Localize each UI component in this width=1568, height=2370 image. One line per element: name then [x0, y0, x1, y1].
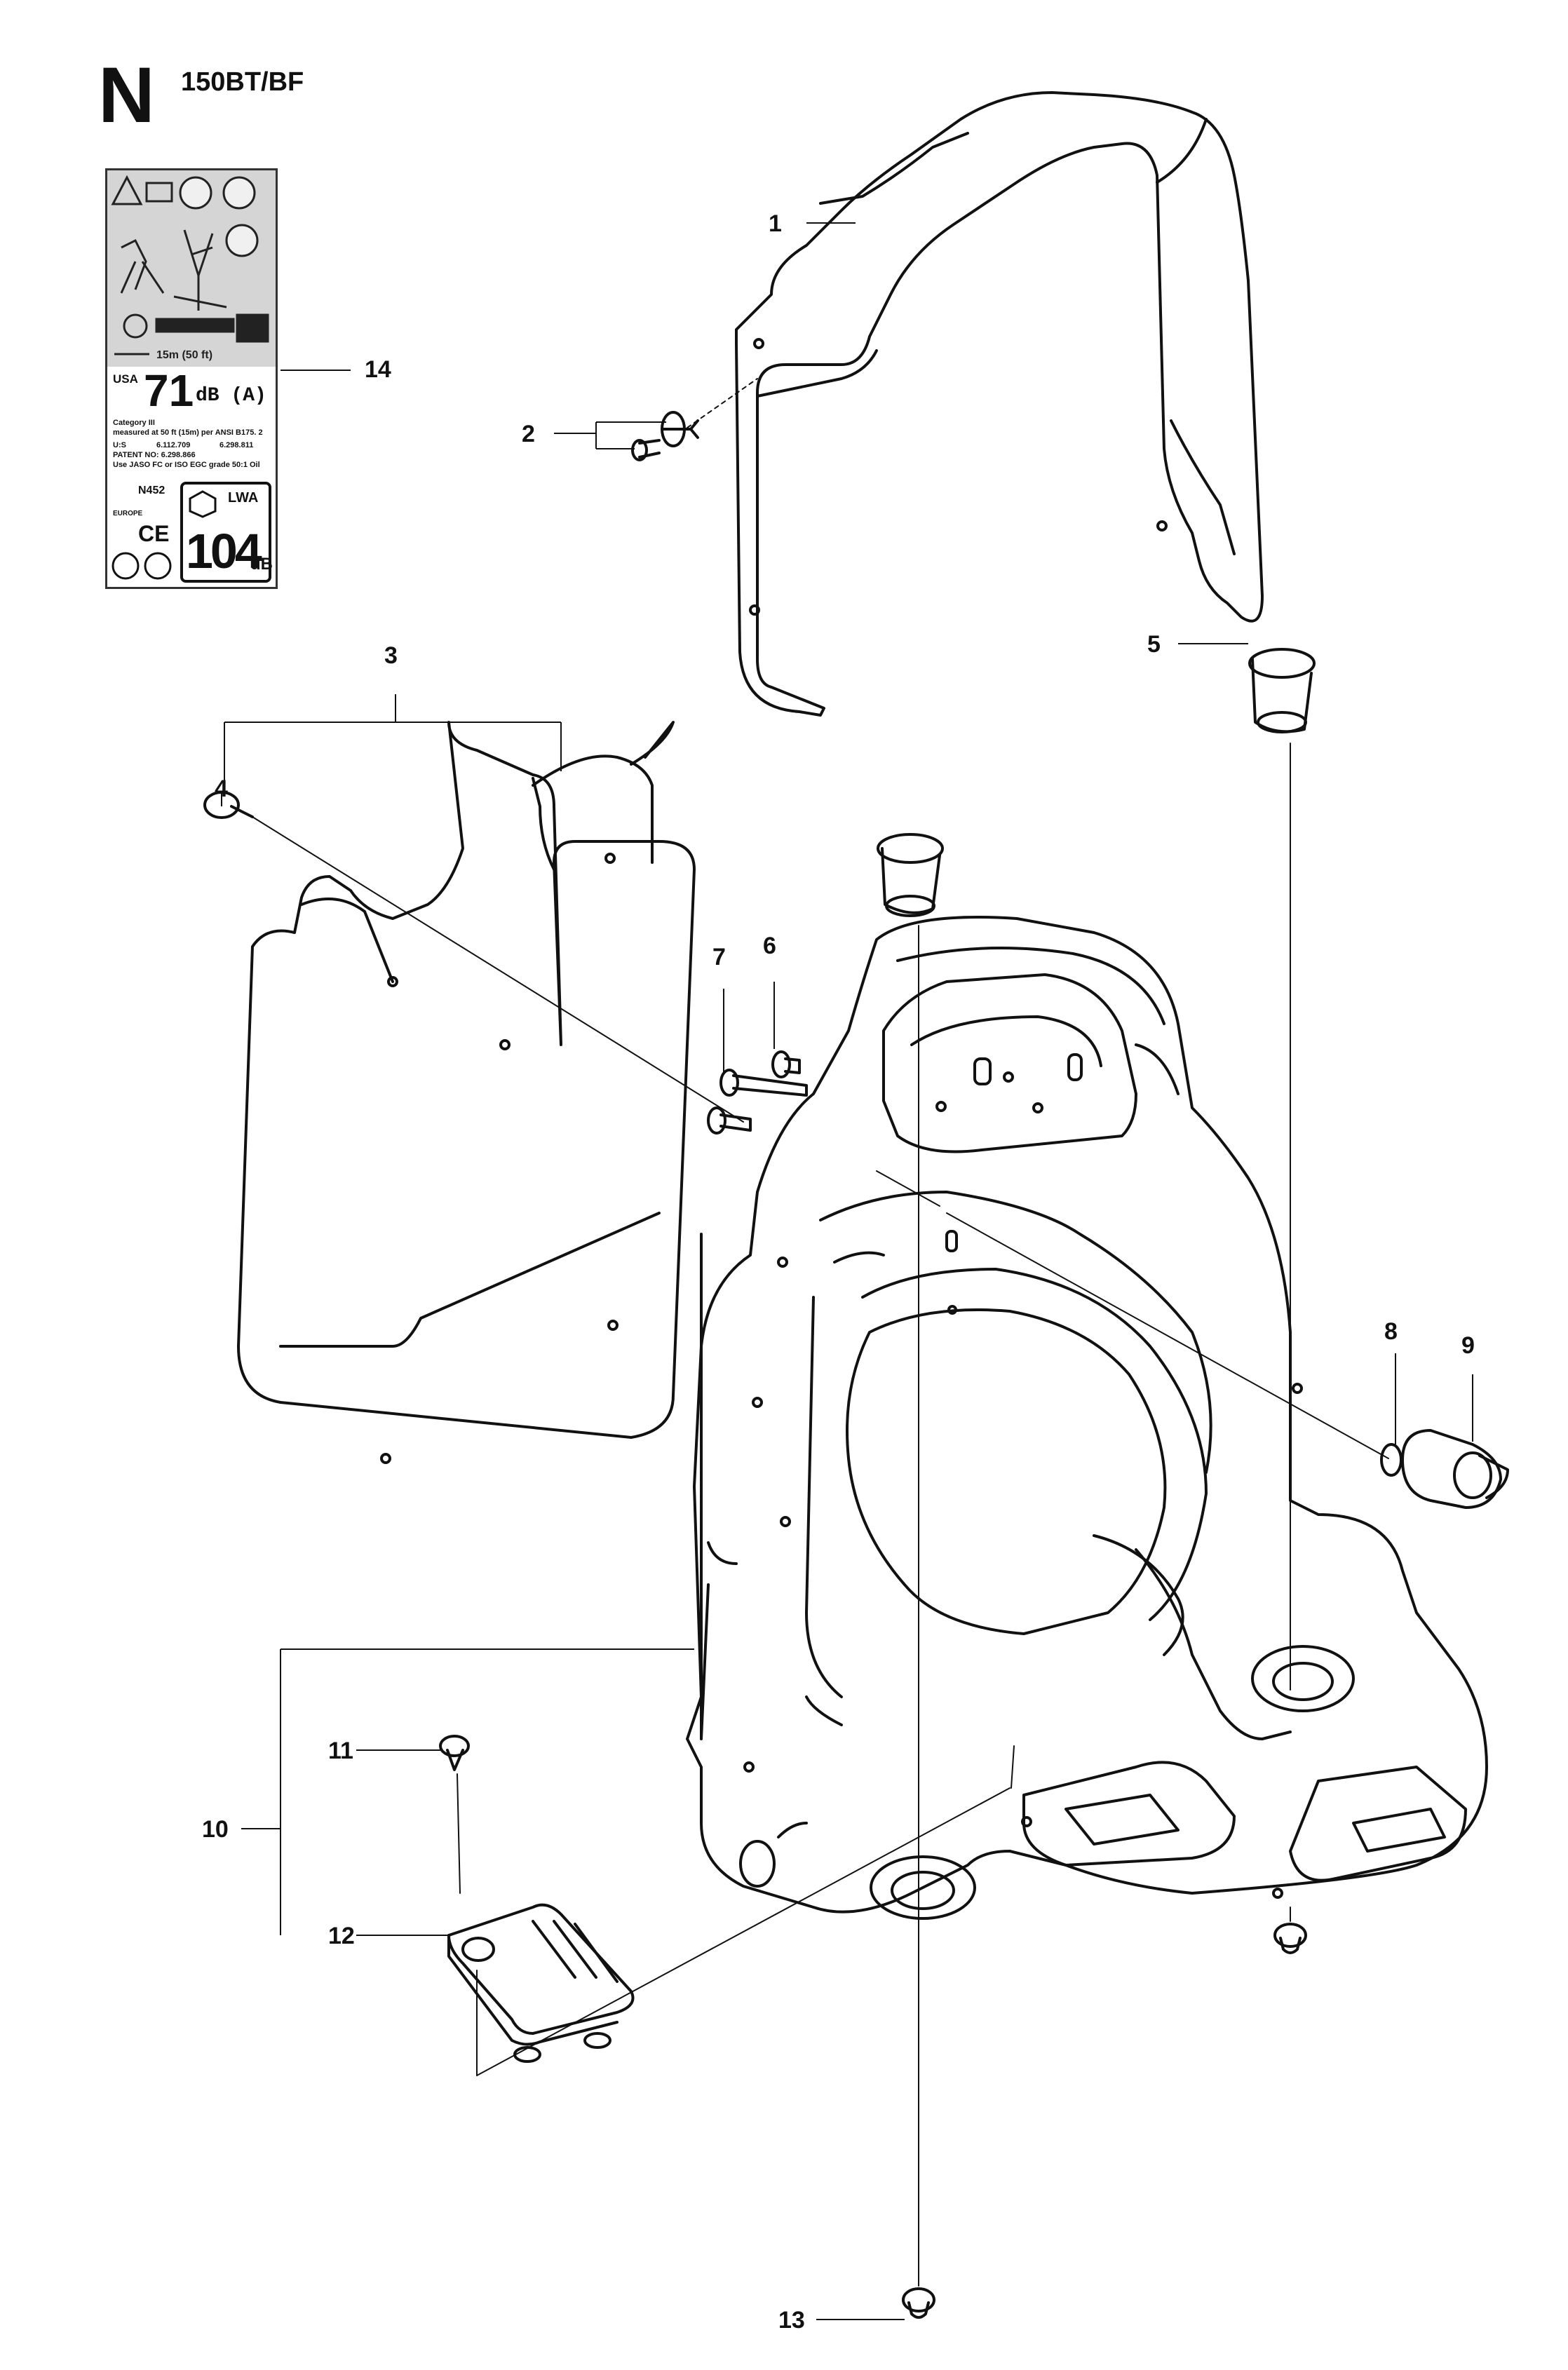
manual-book-icon [145, 182, 173, 203]
part-label-13: 13 [778, 2307, 805, 2334]
decal-us-patent-2: 6.298.811 [219, 441, 254, 449]
lwa-unit: dB [250, 555, 273, 574]
decal-europe: EUROPE [113, 510, 143, 517]
glove-icon [225, 224, 259, 257]
hand-warning-icon [236, 313, 269, 343]
blower-flow-icon [173, 295, 227, 309]
decal-category: Category III [113, 419, 155, 427]
leader-3 [224, 694, 562, 788]
part-11-plug [439, 1735, 470, 1894]
lwa-box: LWA 104 dB [180, 482, 273, 583]
part-5b-plug [877, 833, 944, 2287]
decal-patent-no: PATENT NO: 6.298.866 [113, 451, 196, 459]
part-label-11: 11 [328, 1738, 353, 1764]
decal-distance: 15m (50 ft) [156, 349, 212, 361]
part-label-4: 4 [215, 776, 228, 802]
decal-pictogram-area: 15m (50 ft) [107, 170, 276, 367]
part-label-10: 10 [202, 1816, 229, 1843]
leader-lines [221, 222, 1473, 2320]
warning-decal: 15m (50 ft) USA 71 dB (A) Category III m… [105, 168, 278, 589]
blower-nozzle-icon [155, 318, 235, 333]
part-8-washer [1380, 1443, 1403, 1477]
part-label-1: 1 [769, 210, 782, 237]
ear-protection-icon [179, 176, 212, 210]
decal-us-patent-1: 6.112.709 [156, 441, 191, 449]
backplate [686, 916, 1488, 1920]
operator-figure-icon [120, 238, 165, 294]
part-label-3: 3 [384, 642, 398, 669]
eye-protection-icon [222, 176, 256, 210]
sound-power-icon [189, 490, 217, 518]
decal-pictograms: 15m (50 ft) [111, 175, 269, 361]
part-label-7: 7 [712, 944, 726, 970]
model-title: 150BT/BF [181, 67, 304, 97]
part-label-14: 14 [365, 356, 391, 383]
decal-noise-value: 71 [144, 365, 194, 416]
certification-icons [111, 552, 172, 580]
part-1-frame [735, 91, 1264, 717]
part-12-bracket [447, 1745, 1015, 2076]
part-5-plug [1248, 648, 1316, 1691]
part-3-backpad [237, 721, 696, 1464]
part-label-5: 5 [1147, 631, 1161, 658]
tree-icon [183, 229, 214, 311]
decal-noise-unit: dB (A) [196, 385, 266, 407]
decal-cert: N452 [138, 485, 165, 496]
ce-mark: CE [138, 521, 170, 546]
leader-2 [554, 421, 666, 449]
tuv-mark-icon [111, 552, 140, 580]
pct-mark-icon [144, 552, 172, 580]
part-label-6: 6 [763, 933, 776, 959]
part-label-2: 2 [522, 421, 535, 447]
warning-triangle-icon [111, 175, 143, 205]
decal-measured: measured at 50 ft (15m) per ANSI B175. 2 [113, 428, 263, 437]
decal-fuel-note: Use JASO FC or ISO EGC grade 50:1 Oil [113, 461, 260, 469]
part-9-knob [876, 1170, 1509, 1509]
lwa-value: 104 [186, 524, 262, 578]
part-2-screw [631, 378, 758, 461]
no-bystander-icon [123, 313, 148, 339]
part-label-8: 8 [1384, 1318, 1398, 1345]
part-label-12: 12 [328, 1923, 355, 1949]
decal-us-label: U:S [113, 441, 126, 449]
decal-region: USA [113, 372, 138, 386]
section-letter: N [98, 51, 155, 139]
part-label-9: 9 [1461, 1332, 1475, 1359]
leader-10 [241, 1648, 694, 1935]
lwa-label: LWA [228, 490, 259, 506]
part-6-7-bolts [707, 1050, 808, 1135]
part-13-foot [902, 1907, 1307, 2319]
part-4-pin [203, 791, 744, 1123]
